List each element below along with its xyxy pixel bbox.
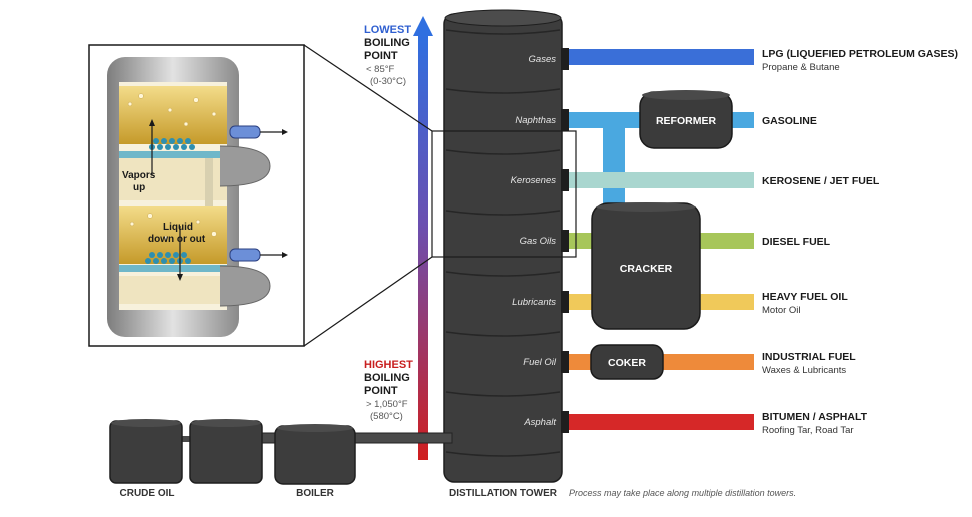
lowest-line1: LOWEST (364, 24, 411, 36)
pipe-bitumen (568, 414, 754, 430)
product-sub-7: Roofing Tar, Road Tar (762, 425, 854, 436)
cut-label-kerosenes: Kerosenes (511, 175, 557, 186)
lowest-value2: (0-30°C) (370, 76, 406, 87)
crude-oil-label: CRUDE OIL (120, 488, 175, 499)
lowest-line2: BOILING (364, 37, 410, 49)
tower-nozzles (561, 48, 569, 433)
tray-lower (119, 265, 227, 272)
pipe-kerosene (568, 172, 754, 188)
inset-liquid-label: Liquid (163, 222, 193, 233)
boiler (274, 425, 356, 485)
pipe-reformer-riser (603, 112, 625, 212)
cracker-label: CRACKER (620, 263, 673, 275)
coker-label: COKER (608, 357, 646, 369)
product-name-4: DIESEL FUEL (762, 236, 831, 248)
tower-band-1 (445, 29, 561, 35)
lowest-line3: POINT (364, 50, 398, 62)
cut-label-asphalt: Asphalt (523, 417, 556, 428)
tower-nozzle-7 (561, 411, 569, 433)
product-sub-6: Waxes & Lubricants (762, 365, 846, 376)
highest-value2: (580°C) (370, 411, 403, 422)
tower-nozzle-3 (561, 169, 569, 191)
tower-band-8 (445, 451, 561, 457)
product-name-5: HEAVY FUEL OIL (762, 291, 848, 303)
cut-label-lubricants: Lubricants (512, 297, 556, 308)
highest-line2: BOILING (364, 372, 410, 384)
highest-value1: > 1,050°F (366, 399, 408, 410)
inset-vapors-label: Vapors (122, 170, 156, 181)
pipe-lpg (568, 49, 754, 65)
tower-nozzle-5 (561, 291, 569, 313)
product-name-7: BITUMEN / ASPHALT (762, 411, 868, 423)
tower-band-4 (445, 210, 561, 216)
reformer-label: REFORMER (656, 115, 717, 127)
lowest-value1: < 85°F (366, 64, 395, 75)
side-draw-pipe-upper (229, 125, 261, 139)
lowest-boiling-point: LOWEST BOILING POINT < 85°F (0-30°C) (364, 24, 411, 87)
coker-unit: COKER (590, 344, 664, 380)
tower-bands (445, 29, 561, 457)
feed-system (109, 419, 453, 485)
boiler-label: BOILER (296, 488, 335, 499)
product-labels: LPG (LIQUEFIED PETROLEUM GASES) Propane &… (762, 48, 958, 436)
cut-label-fuel-oil: Fuel Oil (523, 357, 557, 368)
highest-line3: POINT (364, 385, 398, 397)
tower-cutaway-inset: Vapors up Liquid down or out (88, 44, 305, 347)
tower-band-7 (445, 391, 561, 397)
cut-label-gases: Gases (529, 54, 557, 65)
crude-oil-tank-2 (189, 420, 263, 484)
tower-nozzle-4 (561, 230, 569, 252)
distillation-tower-label: DISTILLATION TOWER (449, 488, 558, 499)
highest-boiling-point: HIGHEST BOILING POINT > 1,050°F (580°C) (364, 359, 413, 422)
process-note: Process may take place along multiple di… (569, 488, 796, 498)
product-name-6: INDUSTRIAL FUEL (762, 351, 856, 363)
side-draw-pipe-lower (229, 248, 261, 262)
product-sub-1: Propane & Butane (762, 62, 840, 73)
tower-band-3 (445, 149, 561, 155)
tray-upper (119, 151, 227, 158)
cut-label-naphthas: Naphthas (515, 115, 556, 126)
zoom-connector (303, 44, 577, 347)
tower-band-5 (445, 271, 561, 277)
cut-label-gas-oils: Gas Oils (520, 236, 557, 247)
tower-band-6 (445, 331, 561, 337)
inset-vapors-up-label: up (133, 182, 145, 193)
tower-nozzle-2 (561, 109, 569, 131)
tower-nozzle-1 (561, 48, 569, 70)
tower-nozzle-6 (561, 351, 569, 373)
product-name-1: LPG (LIQUEFIED PETROLEUM GASES) (762, 48, 958, 60)
product-sub-5: Motor Oil (762, 305, 801, 316)
inset-down-or-out-label: down or out (148, 234, 206, 245)
crude-oil-tank-1 (109, 420, 183, 484)
highest-line1: HIGHEST (364, 359, 413, 371)
tower-band-2 (445, 88, 561, 94)
boiling-point-arrow (413, 16, 433, 460)
product-name-2: GASOLINE (762, 115, 817, 127)
product-name-3: KEROSENE / JET FUEL (762, 175, 880, 187)
reformer-unit: REFORMER (639, 90, 733, 149)
cracker-unit: CRACKER (591, 202, 701, 330)
